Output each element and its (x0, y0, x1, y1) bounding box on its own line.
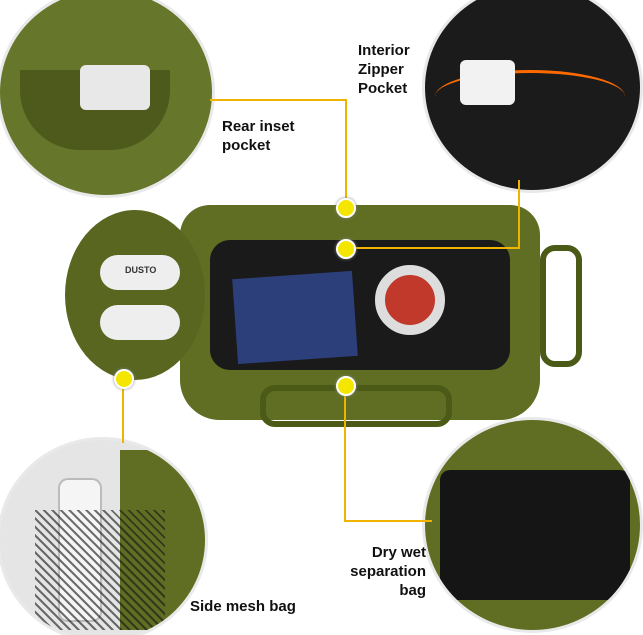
interior-pocket-marker (336, 239, 356, 259)
rear-pocket-photo (0, 0, 212, 195)
duffel-bag-photo (170, 195, 582, 430)
side-mesh-callout-line (122, 378, 124, 443)
dry-wet-bag-photo (425, 420, 640, 630)
interior-pocket-callout-line-v (518, 180, 520, 249)
side-mesh-marker (114, 369, 134, 389)
shoe-compartment: DUSTO (65, 210, 205, 380)
rear-pocket-callout-line (210, 99, 347, 101)
interior-pocket-label: Interior Zipper Pocket (358, 42, 410, 97)
side-mesh-photo (0, 440, 205, 635)
side-mesh-label: Side mesh bag (190, 598, 296, 615)
dry-wet-callout-line (344, 385, 346, 522)
shoe-brand: DUSTO (125, 265, 157, 275)
rear-pocket-callout-line-v (345, 99, 347, 207)
rear-pocket-label: Rear inset pocket (222, 118, 295, 154)
dry-wet-callout-line-h (344, 520, 432, 522)
dry-wet-marker (336, 376, 356, 396)
rear-pocket-marker (336, 198, 356, 218)
interior-pocket-callout-line (345, 247, 520, 249)
interior-pocket-photo (425, 0, 640, 190)
dry-wet-label: Dry wet separation bag (350, 544, 426, 599)
